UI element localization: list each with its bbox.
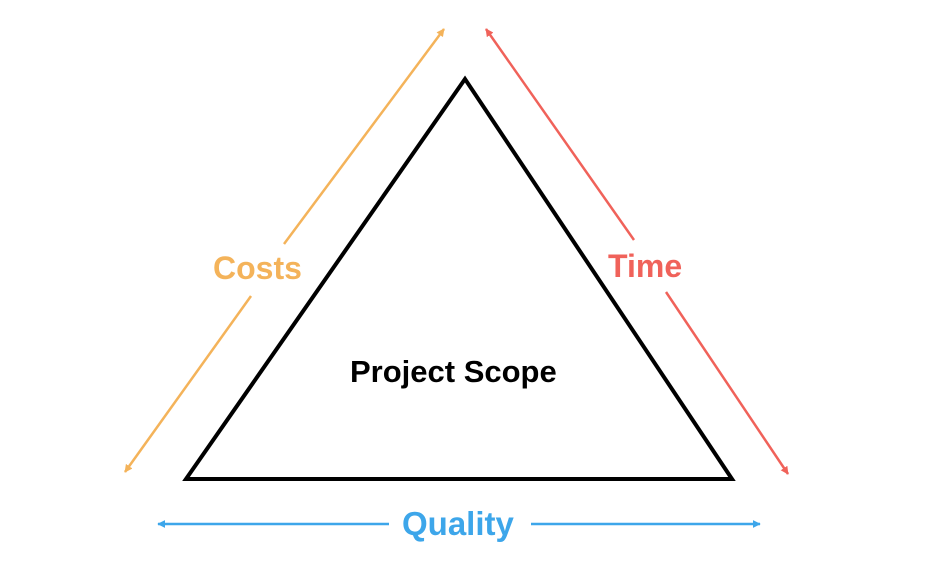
costs-arrow-upper [282, 28, 446, 245]
time-arrow-upper [484, 28, 636, 241]
costs-arrow [123, 28, 446, 473]
quality-label: Quality [402, 505, 514, 542]
project-scope-label: Project Scope [350, 354, 557, 389]
time-arrow [484, 28, 790, 475]
costs-label: Costs [213, 250, 302, 286]
costs-arrow-lower [123, 295, 253, 473]
time-label: Time [608, 248, 683, 284]
scope-triangle [182, 75, 736, 481]
time-arrow-lower [664, 291, 790, 475]
